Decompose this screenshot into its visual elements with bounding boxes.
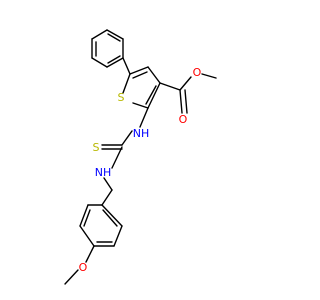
thiophene-ring bbox=[122, 66, 161, 109]
methoxy-oxygen-label: O bbox=[79, 261, 88, 274]
atom-labels: S O O NH S NH O bbox=[79, 66, 202, 274]
phenyl-ring bbox=[91, 29, 124, 68]
methoxyphenyl-ring bbox=[79, 204, 123, 247]
carbonyl-oxygen-label: O bbox=[179, 113, 188, 126]
ester-oxygen-label: O bbox=[193, 66, 202, 79]
sulfur-ring-label: S bbox=[118, 91, 125, 104]
ch2-aryl-bond bbox=[101, 189, 113, 206]
phenyl-thiophene-bond bbox=[122, 57, 131, 75]
thiophene-nh-bond bbox=[139, 107, 149, 128]
nh-lower-label: NH bbox=[95, 166, 112, 179]
molecule-structure-diagram: S O O NH S NH O bbox=[64, 29, 217, 285]
nh-upper-label: NH bbox=[133, 127, 150, 140]
thiourea-group bbox=[101, 130, 133, 169]
aryl-o-bond bbox=[85, 245, 95, 263]
o-methyl-bond bbox=[64, 269, 79, 285]
ester-group bbox=[159, 73, 217, 114]
nh-ch2-bond bbox=[103, 177, 113, 191]
thione-sulfur-label: S bbox=[93, 141, 100, 154]
bond-lines bbox=[64, 29, 217, 285]
